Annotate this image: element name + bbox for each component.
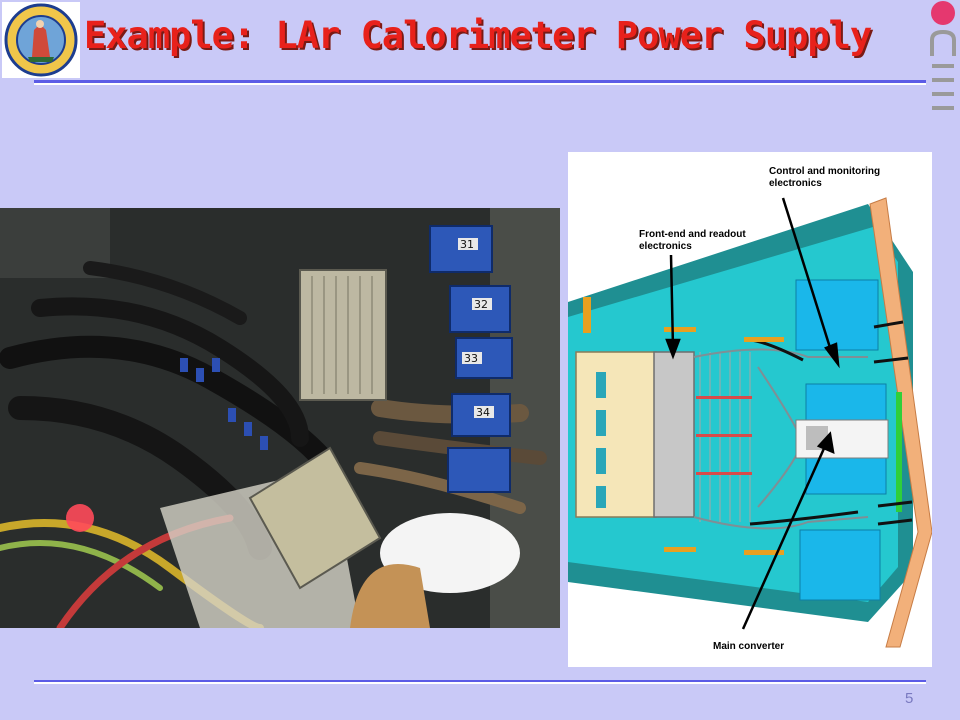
power-supply-diagram: Control and monitoring electronics Front… (568, 152, 932, 667)
title-divider (34, 80, 926, 83)
label-front-end-readout: Front-end and readout electronics (639, 229, 746, 252)
footer-divider (34, 680, 926, 682)
label-main-converter: Main converter (713, 641, 785, 652)
page-number: 5 (905, 690, 914, 707)
box-label: 31 (460, 238, 474, 251)
power-supply-photo: 31 32 33 34 (0, 208, 560, 628)
box-label: 33 (464, 352, 478, 365)
label-control-monitoring: Control and monitoring electronics (769, 166, 881, 189)
diagram-drawing (568, 197, 932, 648)
box-label: 34 (476, 406, 490, 419)
university-logo-icon (930, 1, 956, 110)
box-label: 32 (474, 298, 488, 311)
page-title: Example: LAr Calorimeter Power Supply (84, 14, 872, 57)
university-seal-icon (2, 2, 80, 78)
